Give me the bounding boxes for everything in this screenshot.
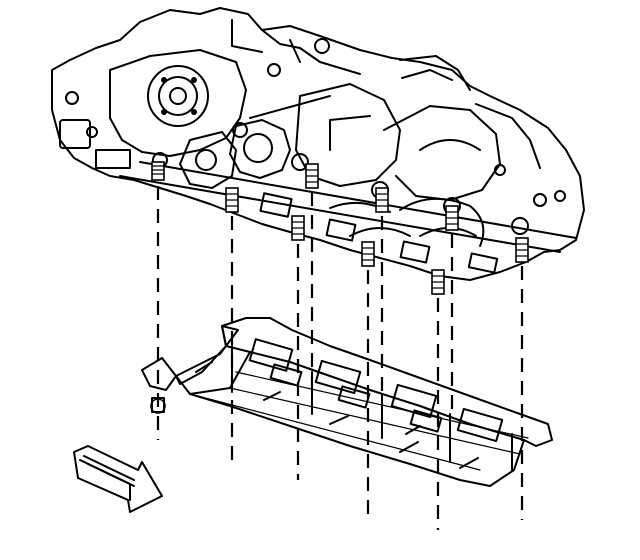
bolt-set [151,161,529,530]
bolt-5 [361,241,375,516]
bolt-8 [445,205,459,410]
baffle-slots [248,338,504,443]
bolt-4 [305,163,319,400]
bolt-3 [291,215,305,480]
bolt-1 [151,161,165,440]
bolt-9 [515,237,529,520]
oil-pan-baffle [141,317,553,487]
bolt-2 [225,187,239,460]
engine-block [51,7,585,281]
front-direction-arrow-icon [73,445,163,513]
bolt-7 [431,269,445,530]
bolt-6 [375,187,389,400]
